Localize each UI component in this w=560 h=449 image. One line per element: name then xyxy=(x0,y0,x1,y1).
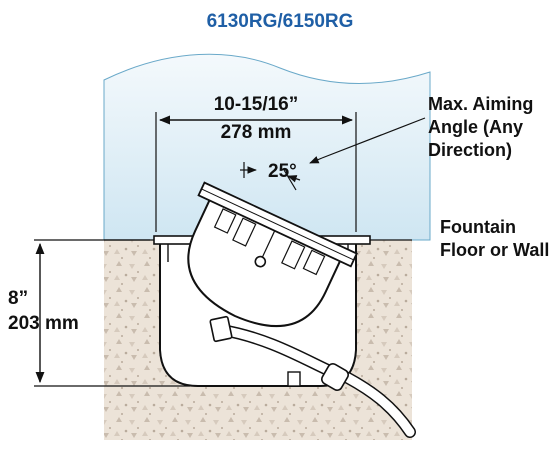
width-dimension xyxy=(155,112,357,232)
depth-metric-label: 203 mm xyxy=(8,313,79,334)
width-metric-label: 278 mm xyxy=(221,122,292,143)
lamp-body xyxy=(187,181,358,328)
ground-lug xyxy=(287,371,301,387)
aim-label-line-1: Max. Aiming xyxy=(428,94,533,114)
aim-label-line-3: Direction) xyxy=(428,140,512,160)
angle-label: 25° xyxy=(268,161,297,182)
diagram-title: 6130RG/6150RG xyxy=(207,11,354,32)
floor-label-line-1: Fountain xyxy=(440,217,516,237)
water-area xyxy=(103,53,431,241)
power-cord xyxy=(209,315,416,438)
angle-indicator xyxy=(240,117,426,191)
aim-label-line-2: Angle (Any xyxy=(428,117,523,137)
depth-imperial-label: 8” xyxy=(8,288,28,309)
floor-label-line-2: Floor or Wall xyxy=(440,240,549,260)
depth-dimension xyxy=(34,239,190,387)
width-imperial-label: 10-15/16” xyxy=(214,94,299,115)
